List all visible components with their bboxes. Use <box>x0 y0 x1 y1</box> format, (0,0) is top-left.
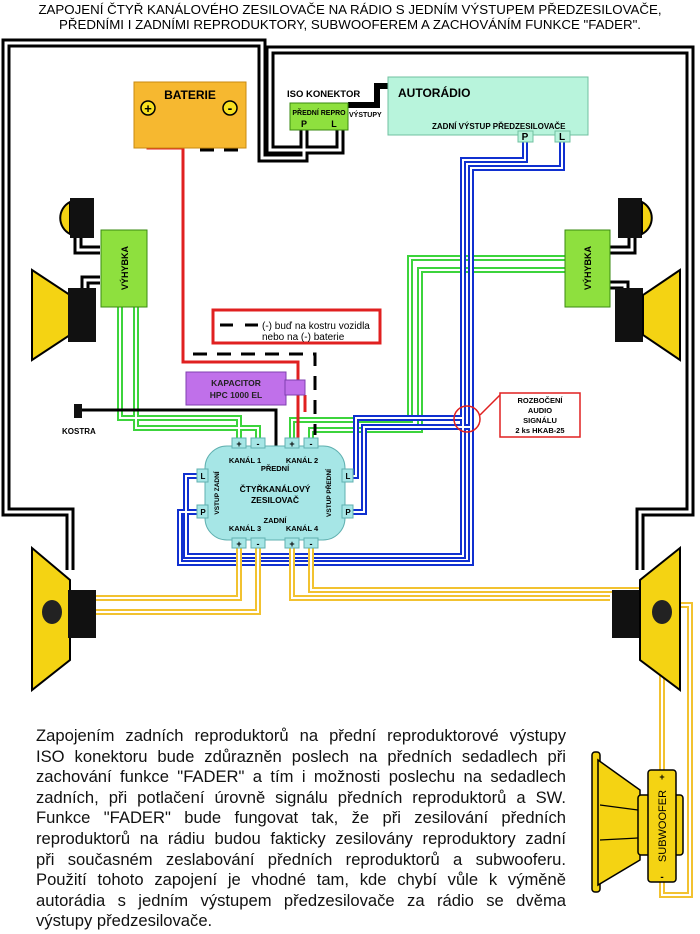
woofer-rear-right <box>612 545 681 692</box>
splitter-label-4: 2 ks HKAB-25 <box>515 426 564 435</box>
amp-title-2: ZESILOVAČ <box>251 494 299 505</box>
description-line: ISO konektoru bude zdůrazněn poslech na … <box>36 746 566 766</box>
description-line: při současném zeslabování předních repro… <box>36 849 566 869</box>
ch2-label: KANÁL 2 <box>286 456 318 465</box>
rear-label: ZADNÍ <box>264 516 288 525</box>
iso-outputs-label: VÝSTUPY <box>349 110 382 119</box>
signal-wires-blue <box>177 142 565 566</box>
crossover-right: VÝHYBKA <box>564 229 611 308</box>
description-line: Funkce "FADER" bude fungovat tak, že při… <box>36 808 566 828</box>
input-front-l: L <box>346 472 351 481</box>
iso-l: L <box>331 119 337 129</box>
plus-sign: + <box>144 101 152 116</box>
ch1-minus: - <box>257 439 260 449</box>
splitter-label-1: ROZBOČENÍ <box>518 396 564 405</box>
battery-plus-terminal <box>140 100 156 116</box>
ch3-minus: - <box>257 539 260 549</box>
description-line: výstupy předzesilovače. <box>36 911 213 931</box>
ch1-label: KANÁL 1 <box>229 456 261 465</box>
title-line-2: PŘEDNÍMI I ZADNÍMI REPRODUKTORY, SUBWOOF… <box>59 17 641 32</box>
ch3-plus: + <box>236 539 241 549</box>
splitter-label-2: AUDIO <box>528 406 552 415</box>
description-line: reproduktorů na rádiu budou fakticky zes… <box>36 828 566 848</box>
subwoofer-label: SUBWOOFER <box>657 790 669 862</box>
description-paragraph: Zapojením zadních reproduktorů na přední… <box>36 726 566 932</box>
power-wires <box>80 120 317 455</box>
subwoofer-plus: + <box>659 772 664 782</box>
crossover-left: VÝHYBKA <box>100 229 148 308</box>
ch2-plus: + <box>289 439 294 449</box>
radio-p-output: P <box>522 132 529 143</box>
ch1-plus: + <box>236 439 241 449</box>
radio-rear-output-label: ZADNÍ VÝSTUP PŘEDZESILOVAČE <box>432 122 566 131</box>
minus-sign: - <box>228 100 233 116</box>
battery-minus-terminal <box>222 100 238 116</box>
ch4-plus: + <box>289 539 294 549</box>
chassis-ground: KOSTRA <box>62 404 96 436</box>
tweeter-left <box>59 198 94 238</box>
crossover-left-label: VÝHYBKA <box>119 246 130 291</box>
input-rear-label: VSTUP ZADNÍ <box>212 471 221 514</box>
capacitor-label-2: HPC 1000 EL <box>210 390 262 400</box>
ch4-label: KANÁL 4 <box>286 524 319 533</box>
battery-label: BATERIE <box>164 88 216 102</box>
ch3-label: KANÁL 3 <box>229 524 261 533</box>
woofer-front-left <box>31 268 96 362</box>
iso-p: P <box>301 119 307 129</box>
speaker-wires-green <box>117 255 566 442</box>
amp-title-1: ČTYŘKANÁLOVÝ <box>240 483 311 494</box>
iso-inner-label: PŘEDNÍ REPRO <box>292 108 346 117</box>
four-channel-amplifier: + - + - + - + - L P L P KANÁL 1 KANÁL 2 … <box>196 437 354 549</box>
description-line: Zapojením zadních reproduktorů na přední… <box>36 726 566 745</box>
front-label: PŘEDNÍ <box>261 464 290 473</box>
car-radio: AUTORÁDIO ZADNÍ VÝSTUP PŘEDZESILOVAČE P … <box>387 76 589 143</box>
ground-legend: (-) buď na kostru vozidla nebo na (-) ba… <box>211 308 382 345</box>
description-line: zachování funkce "FADER" a tím i možnost… <box>36 767 566 787</box>
woofer-front-right <box>615 268 681 362</box>
ch4-minus: - <box>310 539 313 549</box>
description-line: autorádia s jedním výstupem předzesilova… <box>36 890 566 910</box>
legend-line-2: nebo na (-) baterie <box>262 332 345 343</box>
description-line: zadních, při potlačení úrovně signálu př… <box>36 787 566 807</box>
ground-label: KOSTRA <box>62 427 96 436</box>
audio-splitter: ROZBOČENÍ AUDIO SIGNÁLU 2 ks HKAB-25 <box>453 392 581 438</box>
input-rear-p: P <box>200 508 206 517</box>
input-front-label: VSTUP PŘEDNÍ <box>324 469 333 517</box>
subwoofer-minus: - <box>660 872 663 883</box>
iso-connector: ISO KONEKTOR PŘEDNÍ REPRO P L VÝSTUPY <box>287 89 382 131</box>
tweeter-right <box>618 198 653 238</box>
ch2-minus: - <box>310 439 313 449</box>
subwoofer: + - SUBWOOFER <box>591 751 684 893</box>
title-line-1: ZAPOJENÍ ČTYŘ KANÁLOVÉHO ZESILOVAČE NA R… <box>38 2 661 17</box>
woofer-rear-left <box>31 545 96 693</box>
speaker-wires-black <box>1 38 695 570</box>
input-front-p: P <box>345 508 351 517</box>
splitter-label-3: SIGNÁLU <box>523 416 557 425</box>
description-line: Použití tohoto zapojení je vhodné tam, k… <box>36 870 566 890</box>
battery: BATERIE + - <box>133 81 247 149</box>
capacitor-label-1: KAPACITOR <box>211 378 261 388</box>
crossover-right-label: VÝHYBKA <box>582 246 593 291</box>
iso-label: ISO KONEKTOR <box>287 89 360 100</box>
radio-l-output: L <box>559 132 565 143</box>
input-rear-l: L <box>201 472 206 481</box>
radio-label: AUTORÁDIO <box>398 85 470 100</box>
legend-line-1: (-) buď na kostru vozidla <box>262 321 370 332</box>
capacitor: KAPACITOR HPC 1000 EL <box>185 371 306 406</box>
